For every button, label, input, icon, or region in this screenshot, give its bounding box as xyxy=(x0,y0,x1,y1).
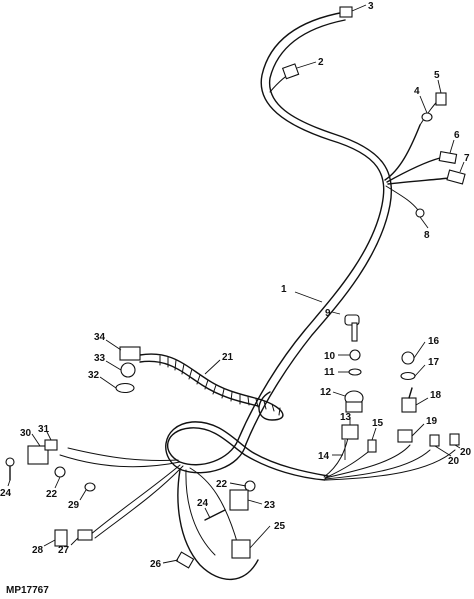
terminal-29 xyxy=(84,482,96,492)
callout-24-right: 24 xyxy=(197,498,209,509)
connector-20b xyxy=(449,433,460,446)
ring-terminal-8 xyxy=(415,208,425,218)
callout-30: 30 xyxy=(20,428,32,439)
ignition-key-9 xyxy=(344,314,360,342)
connector-6 xyxy=(438,151,458,164)
callout-20-a: 20 xyxy=(460,447,472,458)
callout-9: 9 xyxy=(325,308,331,319)
callout-29: 29 xyxy=(68,500,80,511)
connector-19 xyxy=(397,429,413,443)
connector-5 xyxy=(435,92,447,106)
callout-19: 19 xyxy=(426,416,438,427)
callout-33: 33 xyxy=(94,353,106,364)
connector-3 xyxy=(339,6,353,18)
callout-32: 32 xyxy=(88,370,100,381)
connector-27 xyxy=(77,529,93,541)
connector-13 xyxy=(341,424,359,440)
callout-15: 15 xyxy=(372,418,384,429)
callout-21: 21 xyxy=(222,352,234,363)
connector-20a xyxy=(429,434,440,447)
callout-5: 5 xyxy=(434,70,440,81)
callout-22-left: 22 xyxy=(46,489,58,500)
relay-23 xyxy=(229,489,249,511)
callout-11: 11 xyxy=(324,367,335,378)
relay-30 xyxy=(27,445,49,465)
callout-3: 3 xyxy=(368,1,374,12)
callout-17: 17 xyxy=(428,357,440,368)
callout-2: 2 xyxy=(318,57,324,68)
grommet-33 xyxy=(120,362,136,378)
callout-16: 16 xyxy=(428,336,440,347)
callout-14: 14 xyxy=(318,451,330,462)
callout-6: 6 xyxy=(454,130,460,141)
connector-15 xyxy=(367,439,377,453)
connector-34 xyxy=(119,346,141,361)
washer-32 xyxy=(115,382,135,394)
coiled-harness-21 xyxy=(139,353,284,421)
callout-10: 10 xyxy=(324,351,336,362)
nut-16 xyxy=(401,351,415,365)
figure-id: MP17767 xyxy=(6,585,49,596)
callout-28: 28 xyxy=(32,545,44,556)
callout-18: 18 xyxy=(430,390,442,401)
connector-28 xyxy=(54,529,68,547)
callout-labels: 3 2 5 4 6 7 8 1 9 10 11 12 13 14 15 16 1… xyxy=(0,1,472,570)
callout-8: 8 xyxy=(424,230,430,241)
washer-17 xyxy=(400,371,416,381)
toggle-switch-18 xyxy=(401,387,417,413)
main-harness xyxy=(59,11,456,581)
ignition-switch-12 xyxy=(344,390,364,413)
relay-25 xyxy=(231,539,251,559)
screw-24b xyxy=(204,509,226,521)
nut-10 xyxy=(349,349,361,361)
callout-31: 31 xyxy=(38,424,50,435)
callout-23: 23 xyxy=(264,500,276,511)
callout-34: 34 xyxy=(94,332,106,343)
nut-22a xyxy=(54,466,66,478)
callout-13: 13 xyxy=(340,412,352,423)
callout-1: 1 xyxy=(281,284,287,295)
callout-25: 25 xyxy=(274,521,286,532)
callout-20-b: 20 xyxy=(448,456,460,467)
terminal-4 xyxy=(421,112,433,122)
screw-24a xyxy=(5,457,15,481)
callout-26: 26 xyxy=(150,559,162,570)
callout-4: 4 xyxy=(414,86,420,97)
callout-12: 12 xyxy=(320,387,332,398)
washer-11 xyxy=(348,368,362,376)
connector-26 xyxy=(175,551,195,569)
callout-24-left: 24 xyxy=(0,488,12,499)
connector-7 xyxy=(446,169,466,185)
connector-2 xyxy=(281,63,300,80)
callout-22-right: 22 xyxy=(216,479,228,490)
leader-lines xyxy=(7,4,465,564)
callout-7: 7 xyxy=(464,153,470,164)
callout-27: 27 xyxy=(58,545,70,556)
connector-31 xyxy=(44,439,58,451)
